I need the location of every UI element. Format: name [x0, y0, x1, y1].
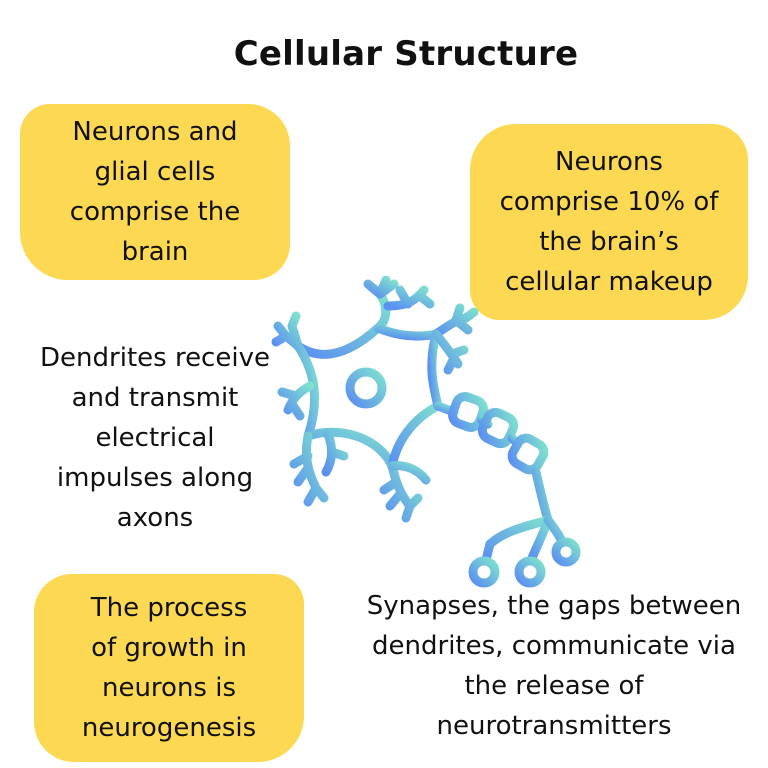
- soma-outline: [303, 427, 397, 471]
- note-line: Neurons and: [72, 117, 238, 147]
- soma-outline: [373, 323, 441, 341]
- axon-shape: [531, 467, 553, 525]
- note-line: The process: [90, 593, 248, 623]
- caption-line: neurotransmitters: [436, 711, 672, 741]
- caption-line: impulses along: [56, 463, 254, 493]
- synapses-caption: Synapses, the gaps between dendrites, co…: [352, 586, 756, 746]
- note-line: comprise the: [69, 197, 241, 227]
- dendrite-shape: [431, 303, 479, 339]
- dendrite-shape: [289, 431, 329, 507]
- caption-line: Synapses, the gaps between: [366, 591, 742, 621]
- caption-line: Dendrites receive: [40, 343, 270, 373]
- myelin-segment: [507, 433, 549, 475]
- caption-line: the release of: [464, 671, 644, 701]
- soma-outline: [387, 401, 443, 471]
- dendrite-shape: [379, 461, 423, 523]
- note-line: brain: [121, 237, 189, 267]
- note-neurogenesis: The process of growth in neurons is neur…: [34, 574, 304, 762]
- synapse-bulb: [551, 537, 581, 567]
- caption-line: axons: [116, 503, 194, 533]
- dendrite-shape: [383, 285, 435, 311]
- note-line: neurons is: [101, 673, 237, 703]
- note-line: Neurons: [555, 147, 663, 177]
- note-text: Neurons and glial cells comprise the bra…: [70, 112, 240, 272]
- dendrites-caption: Dendrites receive and transmit electrica…: [10, 338, 300, 538]
- note-line: comprise 10% of: [499, 187, 719, 217]
- note-line: cellular makeup: [505, 267, 713, 297]
- caption-line: electrical: [95, 423, 215, 453]
- dendrite-shape: [363, 276, 399, 299]
- soma-outline: [427, 329, 443, 411]
- note-text: Neurons comprise 10% of the brain’s cell…: [500, 142, 719, 302]
- dendrite-shape: [387, 461, 431, 485]
- note-line: glial cells: [94, 157, 216, 187]
- note-neurons-percent: Neurons comprise 10% of the brain’s cell…: [470, 124, 748, 320]
- soma-outline: [293, 289, 391, 359]
- note-text: The process of growth in neurons is neur…: [82, 588, 256, 748]
- dendrite-shape: [271, 311, 303, 351]
- dendrite-shape: [277, 381, 315, 421]
- dendrite-shape: [431, 329, 469, 375]
- soma-outline: [293, 341, 320, 441]
- note-line: of growth in: [91, 633, 247, 663]
- note-line: the brain’s: [539, 227, 679, 257]
- synapse-bulb: [468, 556, 500, 588]
- neuron-icon: [271, 276, 581, 588]
- note-neurons-glial: Neurons and glial cells comprise the bra…: [20, 104, 290, 280]
- note-line: neurogenesis: [81, 713, 257, 743]
- caption-line: dendrites, communicate via: [372, 631, 736, 661]
- nucleus-shape: [345, 367, 387, 409]
- dendrite-shape: [321, 429, 349, 477]
- page-title: Cellular Structure: [233, 34, 579, 74]
- synapse-bulb: [514, 556, 546, 588]
- axon-terminal: [543, 515, 567, 547]
- caption-line: and transmit: [71, 383, 239, 413]
